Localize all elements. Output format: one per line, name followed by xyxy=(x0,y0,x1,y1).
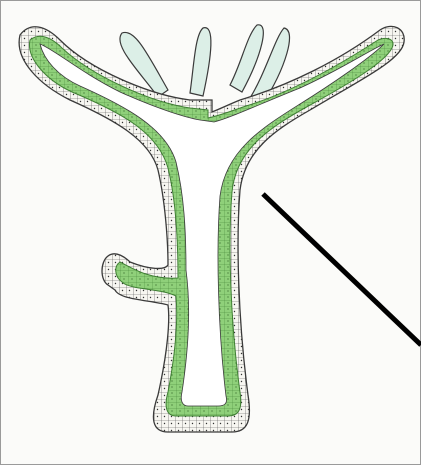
tentacle-mid-left xyxy=(190,28,211,96)
pointer-line xyxy=(263,194,421,345)
body-wall xyxy=(19,26,404,432)
